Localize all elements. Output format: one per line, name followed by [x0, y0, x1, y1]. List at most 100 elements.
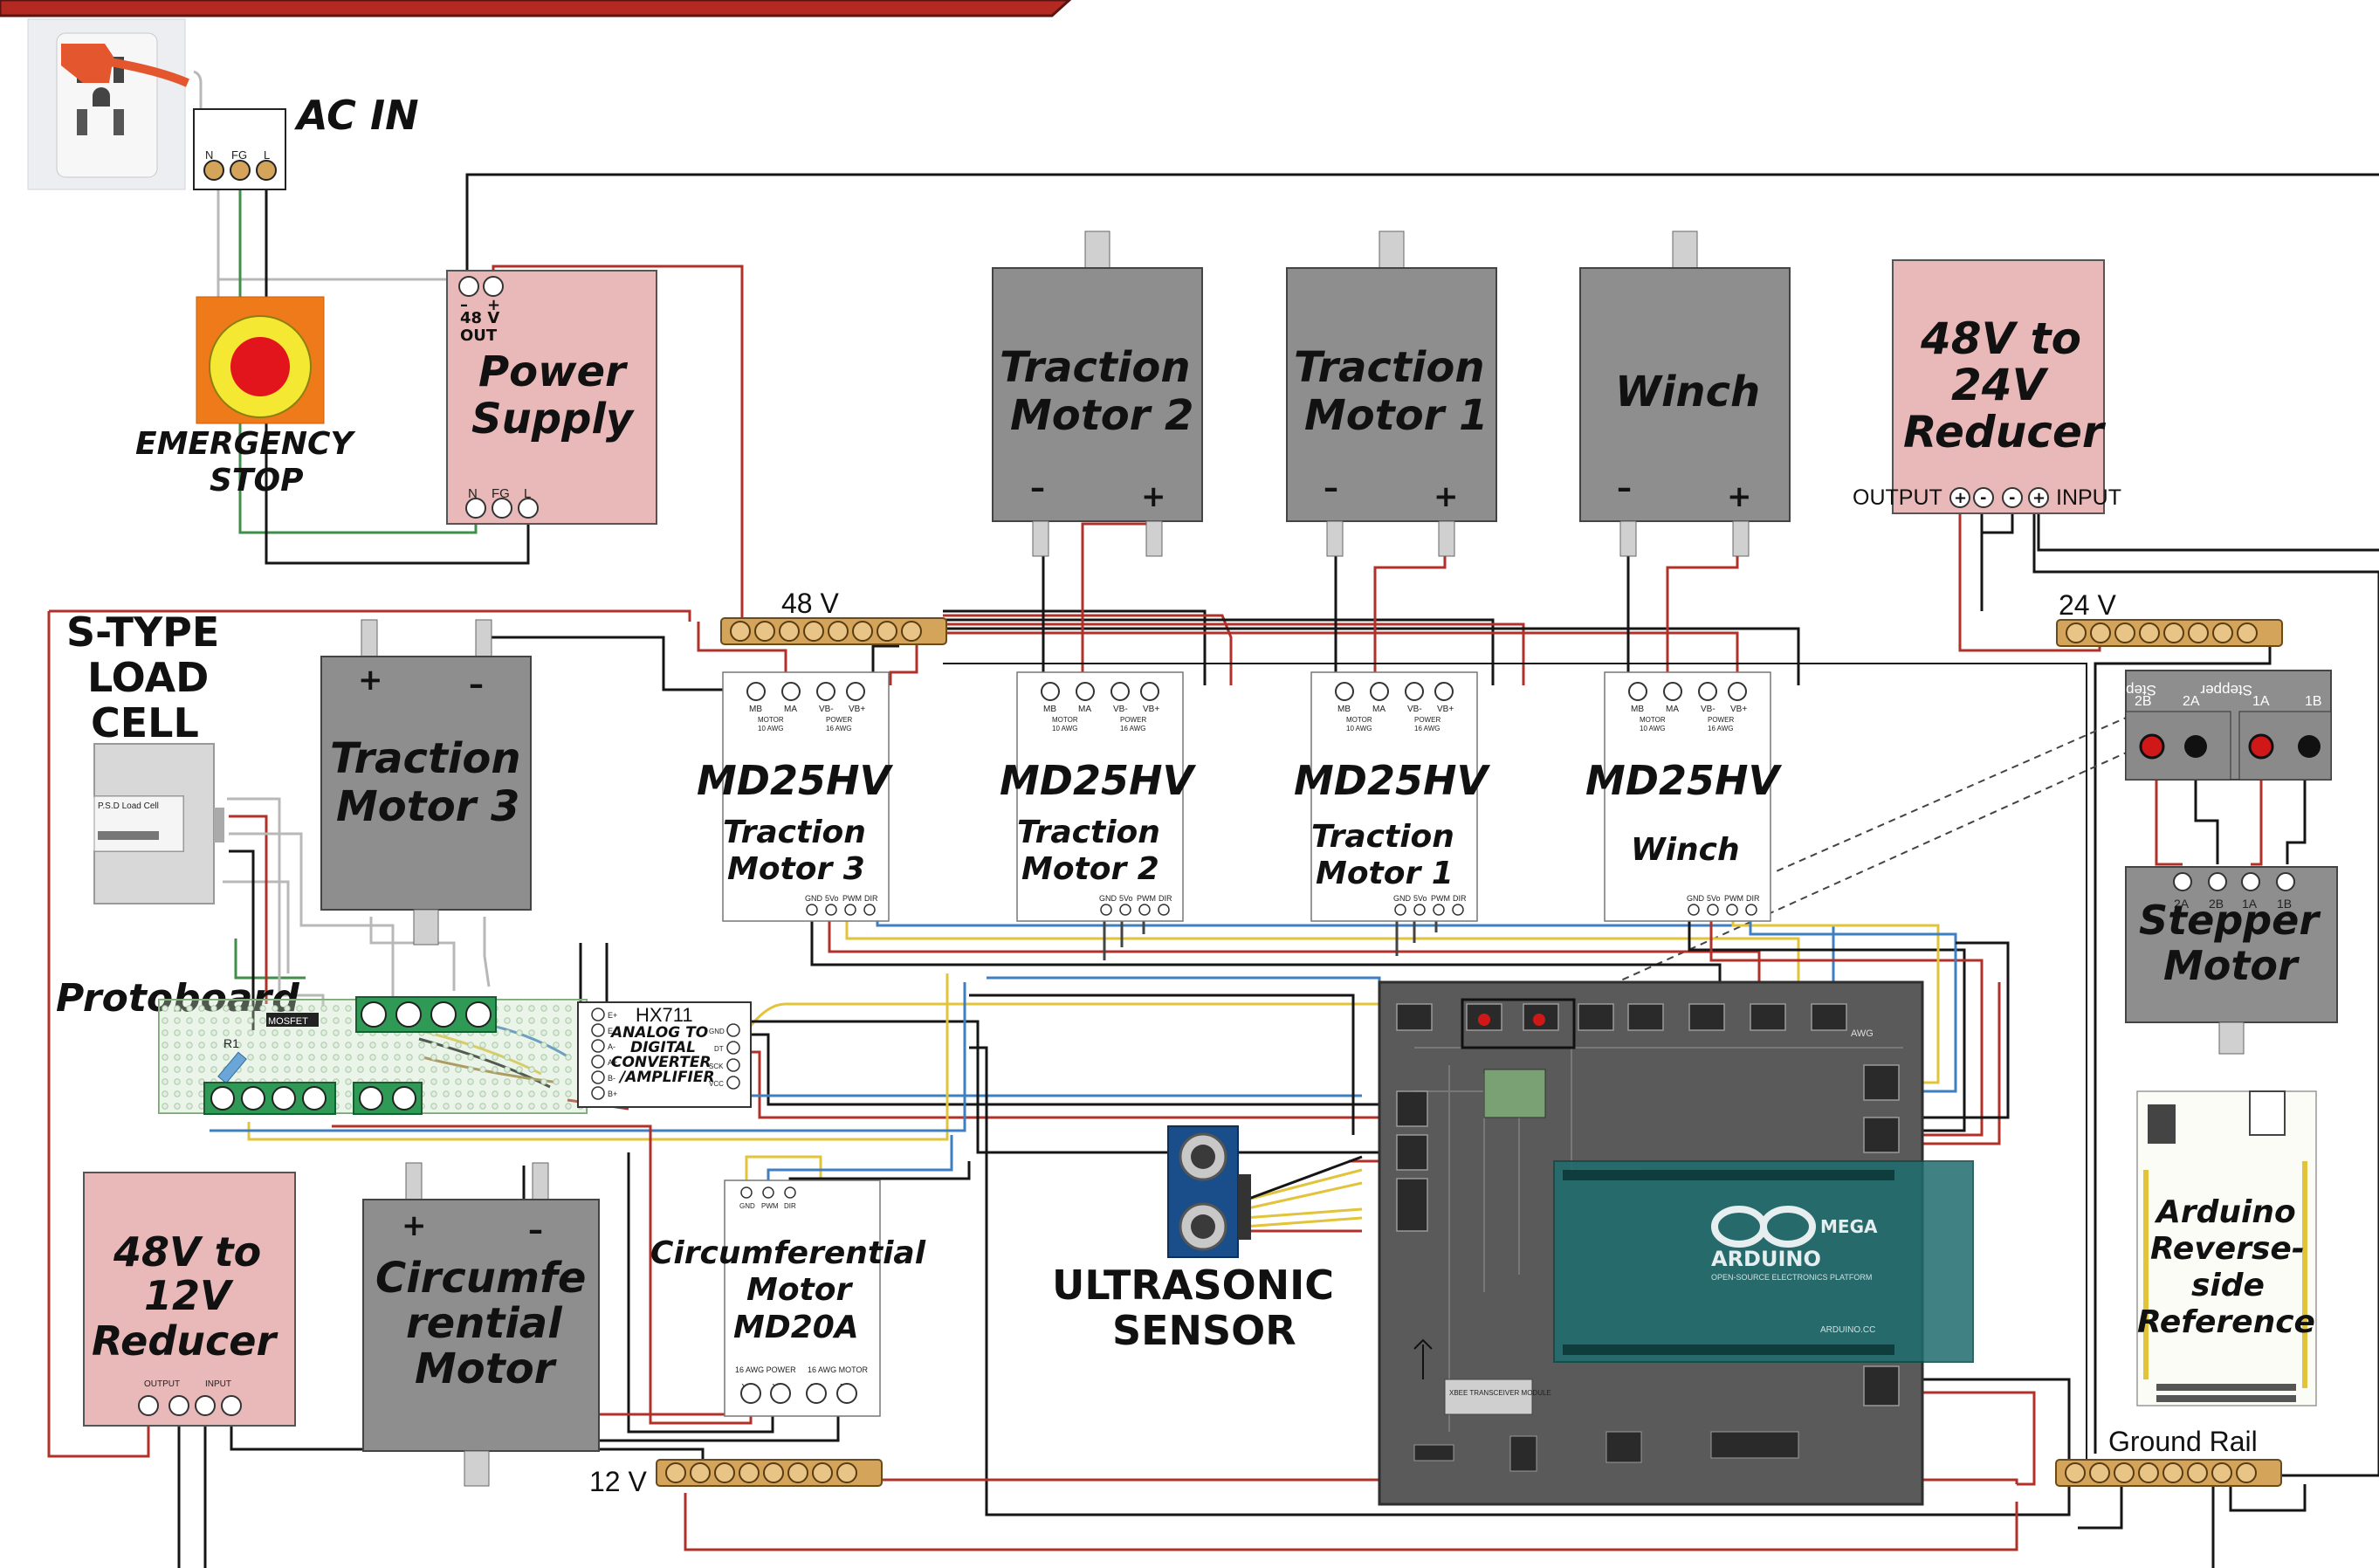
driver-winch-pin-pwm: PWM	[1724, 894, 1743, 903]
driver-winch-caption-3: POWER	[1708, 716, 1734, 724]
reducer24-label-2: 24V	[1951, 360, 2049, 410]
driver-winch-pin-ma: MA	[1666, 705, 1679, 714]
reducer-24v: 48V to 24V Reducer OUTPUT INPUT + - - +	[1853, 259, 2121, 514]
driver-tm3-pin-gnd: GND	[805, 894, 823, 903]
driver-tm2: MB MA VB- VB+ MOTOR 10 AWG POWER 16 AWG …	[1000, 671, 1196, 922]
psu-terminal-fg: FG	[492, 486, 510, 501]
driver-winch-pin-gnd: GND	[1687, 894, 1705, 903]
tm2-pos: +	[1141, 479, 1166, 514]
stepper-label-2: Motor	[2163, 942, 2300, 989]
driver-tm2-caption-3: POWER	[1120, 716, 1146, 724]
driver-tm2-caption-2: 10 AWG	[1052, 725, 1078, 732]
driver-tm1-model: MD25HV	[1294, 757, 1490, 804]
driver-winch-caption-2: 10 AWG	[1640, 725, 1666, 732]
driver-winch-pin-vb-: VB-	[1701, 705, 1715, 714]
md20a-caption-right: 16 AWG MOTOR	[808, 1365, 869, 1374]
arduino-tagline: OPEN-SOURCE ELECTRONICS PLATFORM	[1711, 1273, 1872, 1282]
hx711-pin-gnd: GND	[709, 1028, 725, 1035]
rail-12v: 12 V	[589, 1459, 883, 1497]
driver-tm1-pin-mb: MB	[1337, 705, 1351, 714]
driver-tm3-pin-ma: MA	[784, 705, 797, 714]
stepper-motor: 2A 2B 1A 1B Stepper Motor	[2125, 866, 2338, 1055]
driver-tm3-pin-mb: MB	[749, 705, 762, 714]
load-cell-icon: P.S.D Load Cell	[93, 743, 224, 904]
psu-out-word: OUT	[460, 327, 498, 345]
driver-tm3-pin-dir: DIR	[864, 894, 878, 903]
arduino-ref-label-3: side	[2191, 1268, 2265, 1303]
driver-tm2-pin-vb+: VB+	[1143, 705, 1159, 714]
hx711-line-3: CONVERTER	[611, 1054, 712, 1071]
driver-tm1-pin-vb-: VB-	[1407, 705, 1422, 714]
tm1-label-1: Traction	[1294, 343, 1485, 392]
driver-tm1-pin-gnd: GND	[1393, 894, 1412, 903]
reducer24-label-3: Reducer	[1903, 407, 2107, 457]
driver-winch-caption-1: MOTOR	[1640, 716, 1666, 724]
ultrasonic-label-2: SENSOR	[1112, 1307, 1296, 1354]
md20a-label-1: Circumferential	[650, 1235, 926, 1271]
tm3-pos: +	[358, 663, 383, 698]
driver-tm3-label-1: Traction	[723, 815, 866, 850]
tm2-label-2: Motor 2	[1010, 391, 1193, 440]
arduino-brand: ARDUINO	[1711, 1247, 1821, 1271]
emergency-stop-icon	[196, 296, 325, 424]
driver-tm1-pin-pwm: PWM	[1431, 894, 1450, 903]
hx711-pin-b+: B+	[608, 1090, 617, 1098]
stepper-driver-word-2: Stepper	[2200, 682, 2252, 698]
hx711-line-1: ANALOG TO	[609, 1024, 708, 1042]
driver-tm3-caption-3: POWER	[826, 716, 852, 724]
psu-terminal-l: L	[524, 486, 531, 501]
hx711-pin-e-: E-	[608, 1027, 615, 1035]
driver-tm3-pin-5vo: 5Vo	[825, 894, 839, 903]
driver-tm1-pin-vb+: VB+	[1437, 705, 1454, 714]
driver-tm2-pin-pwm: PWM	[1137, 894, 1156, 903]
tm3-label-1: Traction	[330, 734, 521, 783]
rail-48v: 48 V	[720, 588, 947, 645]
ac-in-terminal-fg: FG	[231, 148, 247, 162]
stepper-pin-2a: 2A	[2174, 897, 2190, 911]
psu-neg-sign: –	[460, 296, 468, 314]
driver-tm2-pin-dir: DIR	[1159, 894, 1172, 903]
driver-tm2-caption-1: MOTOR	[1052, 716, 1078, 724]
driver-tm2-caption-4: 16 AWG	[1120, 725, 1146, 732]
reducer-12v: 48V to 12V Reducer OUTPUT INPUT	[83, 1172, 296, 1427]
tm1-label-2: Motor 1	[1304, 391, 1488, 440]
hx711-pin-a+: A+	[608, 1058, 617, 1067]
reducer12-output-label: OUTPUT	[144, 1379, 180, 1389]
driver-tm2-pin-gnd: GND	[1099, 894, 1117, 903]
circ-label-1: Circumfe	[375, 1254, 586, 1303]
driver-md20a: GND PWM DIR Circumferential Motor MD20A …	[650, 1179, 926, 1417]
driver-tm3-caption-1: MOTOR	[758, 716, 784, 724]
ground-rail: Ground Rail	[2055, 1426, 2282, 1487]
driver-tm3-model: MD25HV	[697, 757, 893, 804]
driver-winch-pin-vb+: VB+	[1730, 705, 1747, 714]
ac-in-title: AC IN	[294, 92, 419, 139]
plug-icon	[61, 44, 113, 83]
driver-tm1-caption-4: 16 AWG	[1414, 725, 1440, 732]
arduino-reference: Arduino Reverse- side Reference	[2136, 1090, 2317, 1406]
md20a-pin-pwm: PWM	[761, 1202, 779, 1210]
stepper-driver-1a: 1A	[2252, 694, 2270, 709]
stepper-pin-1a: 1A	[2242, 897, 2258, 911]
tm3-label-2: Motor 3	[336, 782, 519, 831]
traction-motor-1: Traction Motor 1 – +	[1286, 230, 1497, 557]
reducer24-sign-1: +	[1954, 489, 1967, 507]
circ-label-2: rential	[406, 1299, 562, 1348]
traction-motor-3: + – Traction Motor 3	[320, 619, 532, 946]
wires	[47, 70, 2379, 1568]
driver-tm3-caption-2: 10 AWG	[758, 725, 784, 732]
circ-neg: –	[528, 1213, 543, 1248]
rail-48v-label: 48 V	[781, 588, 839, 619]
psu-title-1: Power	[478, 347, 629, 396]
driver-tm3-label-2: Motor 3	[727, 851, 865, 887]
ultrasonic-label-1: ULTRASONIC	[1052, 1262, 1334, 1309]
ultrasonic-sensor-icon	[1167, 1125, 1251, 1258]
driver-winch: MB MA VB- VB+ MOTOR 10 AWG POWER 16 AWG …	[1585, 671, 1782, 922]
driver-tm2-pin-ma: MA	[1078, 705, 1091, 714]
driver-tm1-caption-2: 10 AWG	[1346, 725, 1372, 732]
tm1-neg: –	[1324, 471, 1338, 505]
xbee-label: XBEE TRANSCEIVER MODULE	[1449, 1389, 1551, 1397]
driver-tm3-pin-vb-: VB-	[819, 705, 834, 714]
protoboard: MOSFET R1	[158, 996, 588, 1115]
circ-label-3: Motor	[415, 1344, 558, 1393]
ac-in-block: N FG L	[193, 108, 286, 190]
